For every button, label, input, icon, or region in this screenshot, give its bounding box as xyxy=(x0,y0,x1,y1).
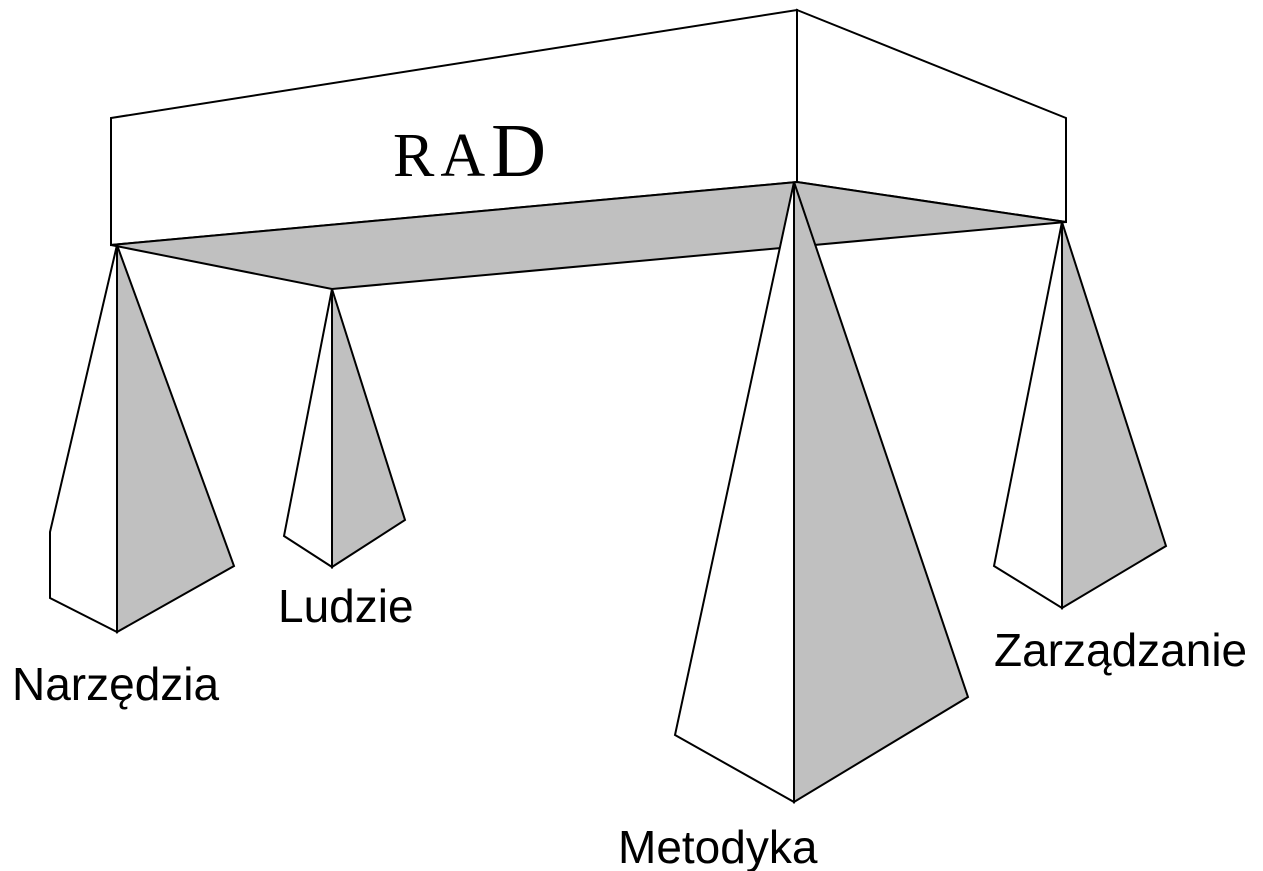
label-management: Zarządzanie xyxy=(994,624,1247,676)
leg-management xyxy=(992,221,1168,610)
leg-tools-light-face xyxy=(49,244,118,634)
tabletop-title-prefix: RA xyxy=(393,122,491,190)
tabletop-underside xyxy=(110,180,1067,291)
leg-people-shade-face xyxy=(331,288,407,569)
tabletop xyxy=(110,8,1067,291)
label-method: Metodyka xyxy=(618,821,818,871)
leg-people-light-face xyxy=(282,288,333,569)
leg-method-light-face xyxy=(673,181,795,804)
leg-method xyxy=(673,181,970,804)
label-tools: Narzędzia xyxy=(12,658,220,710)
leg-method-shade-face xyxy=(793,181,970,804)
leg-people xyxy=(282,288,407,569)
tabletop-title-last-letter: D xyxy=(491,109,552,193)
leg-tools-shade-face xyxy=(116,244,236,634)
label-people: Ludzie xyxy=(278,580,414,632)
leg-tools xyxy=(49,244,236,634)
tabletop-title: RAD xyxy=(393,109,552,193)
leg-management-shade-face xyxy=(1061,221,1168,610)
leg-management-light-face xyxy=(992,221,1063,610)
